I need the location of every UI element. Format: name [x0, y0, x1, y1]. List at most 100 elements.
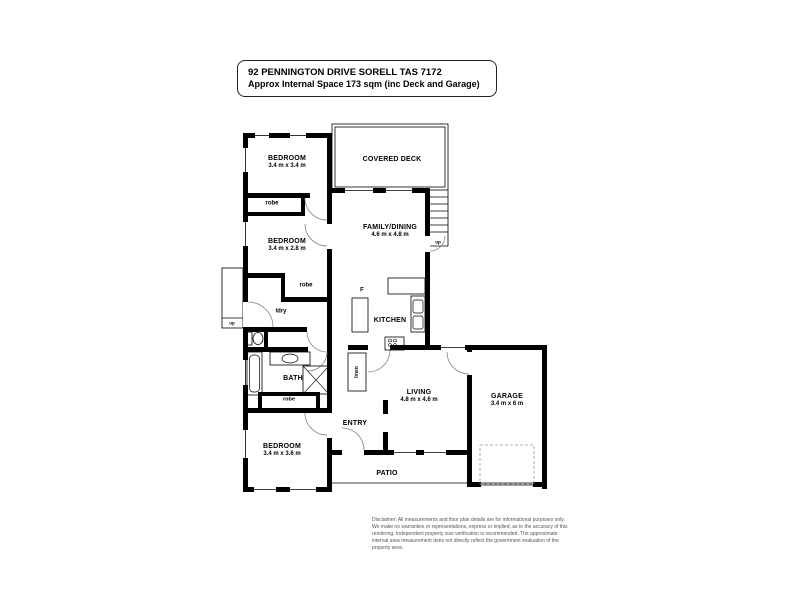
toilet-cistern: [246, 331, 253, 346]
bathtub-inner: [249, 354, 260, 393]
room-dims: 3.4 m x 6 m: [490, 401, 524, 408]
kitchen-sink-unit: [410, 295, 426, 333]
door-arc: [341, 427, 365, 451]
wall: [425, 188, 430, 350]
wall: [467, 482, 481, 487]
room-label-kitchen: KITCHEN: [373, 316, 407, 324]
door-opening: [310, 193, 327, 198]
vanity-basin: [281, 353, 299, 364]
wall: [243, 193, 310, 198]
disclaimer-text: Disclaimer: All measurements and floor p…: [372, 517, 568, 551]
title-box: 92 PENNINGTON DRIVE SORELL TAS 7172 Appr…: [237, 60, 497, 97]
wall: [243, 133, 332, 138]
porch-outline: [221, 267, 244, 329]
wall: [281, 297, 332, 302]
door-opening: [327, 224, 332, 249]
wall: [264, 332, 268, 350]
room-dims: 3.4 m x 2.8 m: [268, 246, 306, 253]
wall: [383, 400, 388, 414]
room-label-family-dining: FAMILY/DINING 4.6 m x 4.8 m: [363, 224, 417, 240]
door-opening: [425, 236, 430, 252]
garage-door-dashed: [479, 444, 535, 485]
wall: [542, 345, 547, 489]
stove-burner: [388, 338, 392, 343]
stairs-up-label: up: [435, 239, 441, 245]
room-label-covered-deck: COVERED DECK: [362, 155, 422, 163]
stove-burner: [388, 343, 392, 347]
wall: [243, 273, 283, 278]
room-label-bath: BATH: [283, 374, 303, 382]
wall: [383, 432, 388, 450]
wall: [258, 392, 320, 396]
room-label-entry: ENTRY: [342, 419, 368, 427]
deck-inner-outline: [334, 126, 446, 188]
porch-up-label: up: [229, 320, 235, 326]
room-name: GARAGE: [491, 393, 523, 401]
door-opening: [307, 327, 327, 332]
vanity: [269, 351, 311, 366]
wall: [467, 345, 547, 350]
door-opening: [243, 302, 248, 327]
shower: [302, 365, 330, 395]
door-arc: [306, 331, 328, 353]
door-arc: [247, 301, 274, 328]
wall: [243, 347, 308, 352]
door-arc: [446, 351, 470, 375]
door-arc: [367, 349, 391, 373]
room-label-living: LIVING 4.8 m x 4.6 m: [400, 389, 437, 405]
room-label-bedroom3: BEDROOM 3.4 m x 3.6 m: [263, 443, 301, 459]
wall: [258, 392, 262, 409]
room-name: BEDROOM: [268, 155, 306, 163]
door-arc: [304, 412, 328, 436]
wall: [243, 408, 332, 413]
wall: [243, 327, 307, 332]
wall: [327, 188, 430, 193]
door-arc: [304, 197, 328, 221]
wall: [281, 273, 285, 302]
room-name: BEDROOM: [268, 238, 306, 246]
fridge-label: F: [360, 287, 364, 294]
door-opening: [342, 450, 364, 455]
room-name: FAMILY/DINING: [362, 224, 418, 232]
wall: [301, 196, 305, 216]
property-address: 92 PENNINGTON DRIVE SORELL TAS 7172: [248, 67, 442, 78]
wall: [243, 487, 332, 492]
wall: [327, 198, 332, 353]
bathtub: [246, 351, 263, 396]
room-label-robe2: robe: [299, 282, 313, 289]
door-arc: [307, 351, 328, 372]
room-label-linen: linen: [354, 366, 360, 378]
room-label-patio: PATIO: [376, 469, 398, 477]
room-label-bedroom1: BEDROOM 3.4 m x 3.4 m: [268, 155, 306, 171]
room-dims: 3.4 m x 3.6 m: [263, 451, 301, 458]
door-arc: [304, 223, 328, 247]
kitchen-bench: [387, 277, 426, 295]
room-label-laundry: ldry: [275, 308, 287, 315]
shower-cross-line: [302, 365, 330, 395]
pantry-cupboard-outline: [351, 297, 369, 333]
wall: [533, 482, 547, 487]
door-opening: [368, 345, 390, 350]
room-dims: 4.8 m x 4.6 m: [400, 397, 438, 404]
wall: [243, 212, 305, 216]
wall: [243, 335, 248, 492]
room-label-robe1: robe: [265, 200, 279, 207]
stove-burner: [393, 343, 397, 347]
sink-bowl: [412, 299, 424, 314]
wall: [467, 350, 472, 487]
internal-space-note: Approx Internal Space 173 sqm (inc Deck …: [248, 79, 480, 89]
room-name: LIVING: [406, 389, 432, 397]
room-label-garage: GARAGE 3.4 m x 6 m: [491, 393, 523, 409]
room-name: BEDROOM: [263, 443, 301, 451]
stove-burner: [393, 338, 397, 343]
stove: [384, 336, 405, 351]
room-label-robe3: robe: [283, 396, 295, 403]
room-dims: 4.6 m x 4.8 m: [371, 232, 409, 239]
sink-bowl: [412, 315, 424, 330]
linen-closet-outline: [347, 352, 367, 392]
room-dims: 3.4 m x 3.4 m: [268, 163, 306, 170]
toilet-bowl: [252, 332, 264, 345]
room-label-bedroom2: BEDROOM 3.4 m x 2.8 m: [268, 238, 306, 254]
